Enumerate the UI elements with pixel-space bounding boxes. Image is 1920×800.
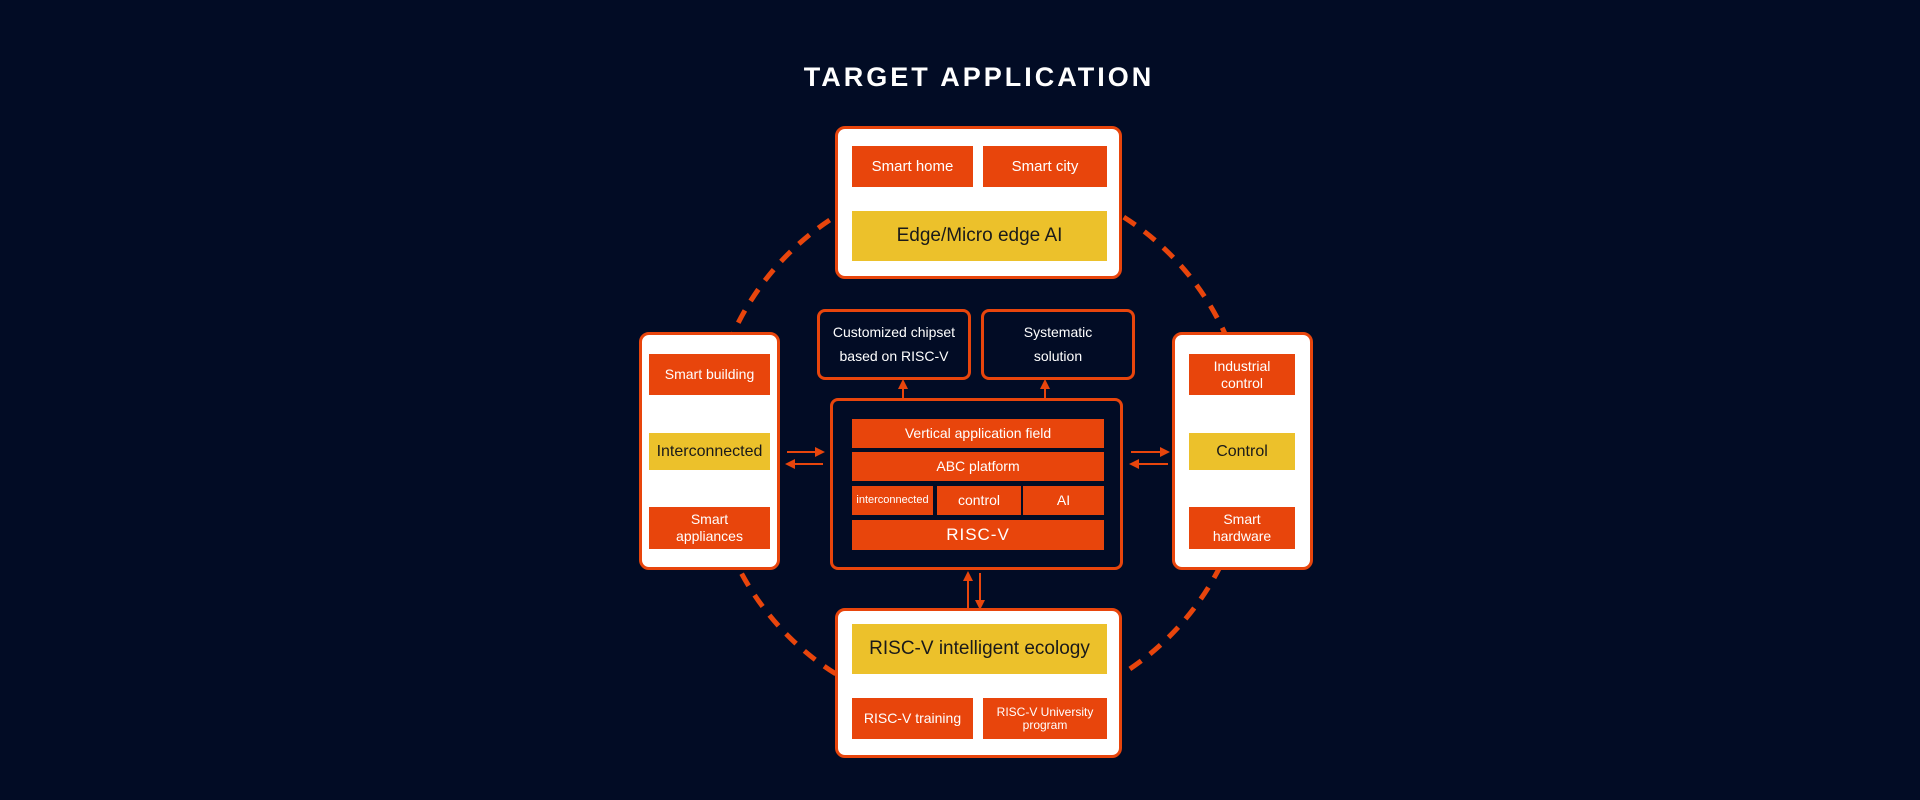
- control-cell: control: [937, 486, 1021, 515]
- systematic-solution-box: Systematic solution: [981, 309, 1135, 380]
- customized-chipset-box: Customized chipset based on RISC-V: [817, 309, 971, 380]
- smart-appliances-box: Smart appliances: [649, 507, 770, 549]
- riscv-base-box: RISC-V: [852, 520, 1104, 550]
- riscv-university-box: RISC-V University program: [983, 698, 1107, 739]
- page-title: TARGET APPLICATION: [803, 62, 1155, 92]
- interconnected-cell: interconnected: [852, 486, 933, 515]
- ai-cell: AI: [1023, 486, 1104, 515]
- control-box: Control: [1189, 433, 1295, 470]
- smart-city-box: Smart city: [983, 146, 1107, 187]
- vertical-application-box: Vertical application field: [852, 419, 1104, 448]
- riscv-training-box: RISC-V training: [852, 698, 973, 739]
- intelligent-ecology-box: RISC-V intelligent ecology: [852, 624, 1107, 674]
- industrial-control-box: Industrial control: [1189, 354, 1295, 395]
- smart-hardware-box: Smart hardware: [1189, 507, 1295, 549]
- interconnected-box: Interconnected: [649, 433, 770, 470]
- abc-platform-box: ABC platform: [852, 452, 1104, 481]
- edge-ai-box: Edge/Micro edge AI: [852, 211, 1107, 261]
- smart-home-box: Smart home: [852, 146, 973, 187]
- smart-building-box: Smart building: [649, 354, 770, 395]
